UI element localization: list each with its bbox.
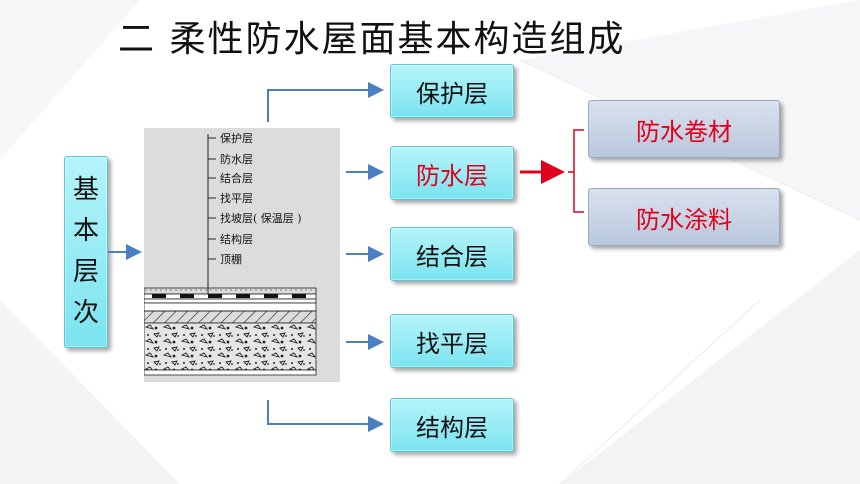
basic-layers-char: 基 bbox=[72, 175, 99, 205]
layer-box-protection[interactable]: 保护层 bbox=[390, 64, 514, 118]
layer-box-label: 结合层 bbox=[416, 242, 488, 271]
page-title: 二 柔性防水屋面基本构造组成 bbox=[118, 19, 626, 60]
basic-layers-char: 次 bbox=[72, 298, 99, 328]
basic-layers-char: 本 bbox=[72, 216, 99, 246]
basic-layers-box[interactable]: 基 本 层 次 bbox=[64, 156, 108, 348]
layer-box-structure[interactable]: 结构层 bbox=[390, 398, 514, 452]
diagram-label-bonding: 结合层 bbox=[220, 172, 253, 185]
diagram-label-slope: 找坡层( 保温层 ) bbox=[220, 212, 302, 225]
diagram-label-structure: 结构层 bbox=[220, 233, 253, 246]
diagram-label-ceiling: 顶棚 bbox=[220, 253, 242, 266]
type-box-membrane[interactable]: 防水卷材 bbox=[588, 100, 780, 158]
diagram-label-leveling: 找平层 bbox=[220, 192, 253, 205]
layer-box-bonding[interactable]: 结合层 bbox=[390, 227, 514, 281]
basic-layers-char: 层 bbox=[72, 257, 99, 287]
type-box-coating[interactable]: 防水涂料 bbox=[588, 188, 780, 246]
type-box-label: 防水卷材 bbox=[636, 117, 732, 146]
layer-box-leveling[interactable]: 找平层 bbox=[390, 314, 514, 368]
arrow-to-structure bbox=[267, 400, 384, 432]
waterproof-types-bracket bbox=[568, 129, 584, 213]
type-box-label: 防水涂料 bbox=[636, 205, 732, 234]
diagram-label-waterproof: 防水层 bbox=[220, 153, 253, 166]
layer-box-label: 结构层 bbox=[416, 413, 488, 442]
roof-section-drawing bbox=[143, 134, 317, 376]
layer-box-label: 保护层 bbox=[416, 79, 488, 108]
diagram-label-protection: 保护层 bbox=[220, 132, 253, 145]
layer-box-label: 防水层 bbox=[416, 161, 488, 190]
layer-box-label: 找平层 bbox=[416, 329, 488, 358]
roof-section-diagram: 保护层 防水层 结合层 找平层 找坡层( 保温层 ) 结构层 顶棚 bbox=[143, 128, 340, 382]
arrow-to-protection bbox=[267, 82, 384, 122]
layer-box-waterproof[interactable]: 防水层 bbox=[390, 146, 514, 200]
